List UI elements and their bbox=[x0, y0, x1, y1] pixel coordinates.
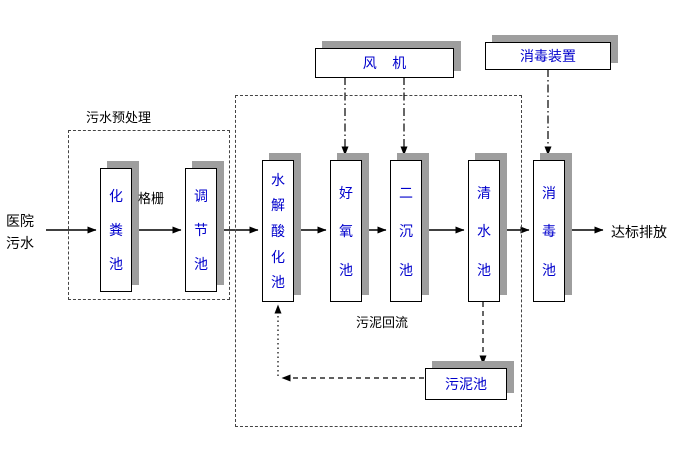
screen-label: 格栅 bbox=[138, 191, 165, 206]
sludge-return-label: 污泥回流 bbox=[356, 315, 409, 330]
disinfection-device-box: 消毒装置 bbox=[485, 42, 611, 70]
influent-label: 医院 污水 bbox=[6, 213, 34, 252]
sludge-tank-box: 污泥池 bbox=[425, 368, 507, 400]
tank-clear-water: 清水池 bbox=[468, 160, 500, 302]
pretreatment-group-box bbox=[68, 130, 230, 300]
tank-disinfection: 消毒池 bbox=[533, 160, 565, 302]
blower-box: 风 机 bbox=[315, 48, 454, 78]
tank-septic: 化粪池 bbox=[100, 168, 132, 292]
tank-hydrolysis-acidification: 水解酸化池 bbox=[262, 160, 294, 302]
tank-secondary-sedimentation: 二沉池 bbox=[390, 160, 422, 302]
effluent-label: 达标排放 bbox=[611, 224, 667, 240]
biotreatment-group-box bbox=[235, 95, 522, 427]
pretreatment-group-label: 污水预处理 bbox=[86, 110, 152, 125]
tank-aerobic: 好氧池 bbox=[330, 160, 362, 302]
tank-regulating: 调节池 bbox=[185, 168, 217, 292]
